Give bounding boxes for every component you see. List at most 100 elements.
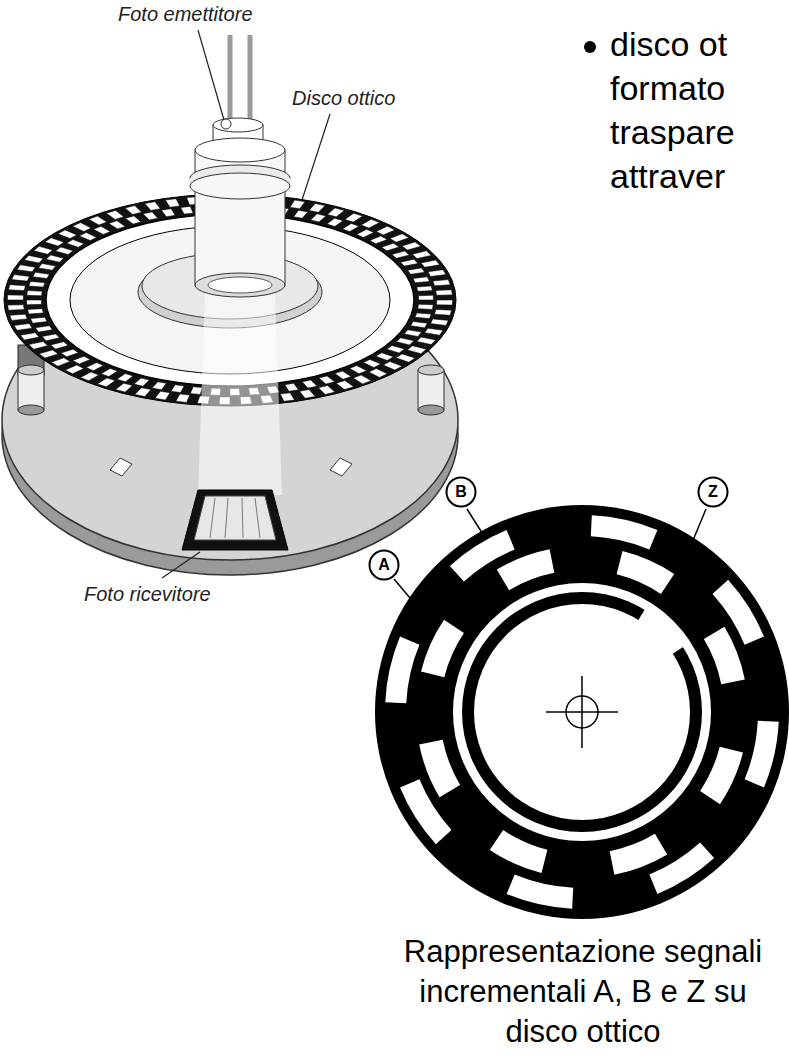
drawing-part	[228, 35, 233, 130]
leader-line	[162, 552, 200, 578]
disc-slot	[58, 230, 77, 239]
disc-slot	[376, 353, 394, 361]
disc-slot	[42, 334, 59, 341]
disc-slot	[376, 226, 395, 235]
drawing-part	[18, 405, 44, 415]
disc-slot	[101, 368, 118, 376]
callout-leaders	[394, 509, 706, 598]
disc-slot	[27, 300, 42, 305]
disc-slot	[125, 216, 141, 224]
track-window	[421, 620, 464, 678]
disc-slot	[73, 223, 92, 232]
disc-slot	[407, 346, 426, 354]
disc-slot	[143, 212, 158, 220]
leader-line	[684, 509, 706, 562]
disc-outer	[375, 505, 789, 919]
disc-slot	[342, 223, 359, 231]
disc-slot	[165, 199, 179, 208]
disc-slot	[31, 317, 47, 323]
photo-emitter	[190, 35, 290, 297]
disc-slot	[39, 350, 58, 358]
disc-slot	[171, 385, 184, 393]
callout-circle: B	[445, 476, 477, 508]
disc-slot	[327, 218, 343, 226]
disc-slot	[33, 272, 50, 278]
disc-slot	[89, 216, 107, 225]
disc-slot	[46, 255, 64, 262]
disc-slot	[328, 208, 345, 217]
disc-slot	[9, 285, 26, 291]
part-label: Disco ottico	[292, 87, 395, 110]
disc-slot	[10, 314, 27, 320]
disc-slot	[29, 281, 45, 287]
bullet-text: disco ot formato traspare attraver	[610, 22, 780, 198]
disc-slot	[418, 304, 433, 309]
disc-center	[474, 604, 690, 820]
disc-slot	[415, 313, 431, 319]
drawing-part	[418, 370, 444, 410]
bullet-dot	[584, 41, 596, 53]
track-window	[490, 830, 548, 873]
disc-slot	[280, 393, 294, 402]
disc-slot	[34, 246, 53, 254]
disc-slot	[285, 383, 299, 391]
disc-slot	[109, 221, 125, 229]
callout-letter: B	[445, 483, 477, 501]
disc-slot	[79, 233, 96, 241]
disc-slot	[404, 330, 421, 337]
track-window	[704, 627, 745, 685]
disc-slot	[383, 362, 402, 371]
drawing-part	[190, 173, 290, 199]
disc-slot	[51, 358, 70, 366]
drawing-part	[210, 498, 215, 538]
leader-lines	[162, 30, 330, 578]
disc-slot	[431, 319, 449, 326]
track-window	[610, 834, 668, 875]
part-label: Foto ricevitore	[84, 583, 211, 606]
disc-slot	[29, 342, 48, 350]
disc-slot	[421, 260, 440, 267]
light-beam	[198, 292, 282, 495]
drawing-part	[213, 118, 263, 132]
disc-slot	[14, 324, 32, 331]
center-mark	[581, 676, 583, 748]
track-window	[591, 515, 658, 549]
disc-slot	[27, 291, 42, 296]
disc-slot	[73, 356, 90, 364]
drawing-part	[418, 365, 444, 375]
disc-slot	[419, 295, 434, 300]
track-a-windows	[385, 515, 779, 909]
drawing-part	[18, 365, 44, 375]
disc-slot	[39, 264, 56, 271]
drawing-part	[242, 498, 243, 538]
disc-slot	[302, 380, 317, 388]
disc-slot	[402, 242, 421, 250]
disc-slot	[437, 300, 453, 305]
disc-slot	[290, 200, 305, 209]
drawing-part	[330, 458, 352, 476]
screw	[18, 365, 44, 415]
callout-letter: Z	[697, 483, 729, 501]
disc-slot	[425, 328, 443, 335]
disc-slot	[370, 236, 387, 244]
drawing-part	[221, 119, 231, 129]
disc-slot	[145, 202, 161, 211]
disc-slot	[361, 219, 379, 228]
part-label: Foto emettitore	[118, 3, 253, 26]
disc-slot	[396, 354, 415, 362]
disc-slot	[387, 346, 405, 354]
disc-slot	[392, 251, 410, 258]
disc-slot	[155, 391, 170, 400]
disc-slot	[35, 326, 52, 332]
disc-slot	[86, 363, 103, 371]
drawing-part	[195, 138, 285, 162]
flat-disc	[375, 505, 789, 919]
track-window	[507, 875, 574, 909]
disc-slot	[428, 270, 446, 277]
disc-slot	[294, 210, 308, 218]
track-window	[419, 740, 460, 798]
track-window	[617, 551, 675, 594]
disc-slot	[363, 359, 380, 367]
disc-slot	[176, 394, 190, 402]
disc-slot	[433, 280, 450, 286]
